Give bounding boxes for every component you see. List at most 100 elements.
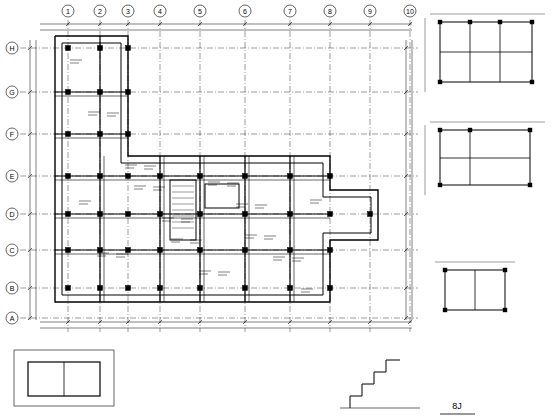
dimension-tick [198, 320, 202, 324]
annotation-mark [181, 219, 193, 220]
dimension-tick [404, 132, 408, 136]
annotation-mark [218, 272, 230, 273]
annotation-mark [255, 208, 264, 209]
column [126, 174, 131, 179]
column [98, 90, 103, 95]
dimension-line [36, 40, 37, 320]
stair-tread [172, 216, 194, 217]
column [66, 90, 71, 95]
axis-number: 7 [288, 8, 292, 15]
dimension-tick [328, 22, 332, 26]
column [98, 212, 103, 217]
column [198, 174, 203, 179]
dimension-tick [404, 286, 408, 290]
detail-plan [445, 270, 505, 310]
stair-tread [172, 186, 194, 187]
axis-bubble [6, 282, 18, 294]
elevator-core [205, 184, 239, 208]
column [503, 268, 507, 272]
annotation-mark [171, 242, 180, 243]
beam-line [204, 156, 205, 302]
axis-bubble [364, 5, 376, 17]
annotation-mark [199, 271, 211, 272]
annotation-mark [125, 165, 137, 166]
column [66, 174, 71, 179]
drawing-line [440, 52, 532, 53]
axis-bubble [154, 5, 166, 17]
axis-bubble [6, 312, 18, 324]
column [243, 212, 248, 217]
annotation-mark [181, 222, 190, 223]
column [243, 248, 248, 253]
dimension-tick [368, 320, 372, 324]
beam-line [55, 254, 330, 255]
dimension-tick [243, 22, 247, 26]
drawing-line [475, 270, 476, 310]
title-underline [440, 414, 475, 415]
column [66, 248, 71, 253]
column [198, 286, 203, 291]
dimension-tick [126, 22, 130, 26]
beam-line [104, 156, 105, 302]
axis-bubble [284, 5, 296, 17]
column [438, 20, 442, 24]
annotation-mark [134, 186, 146, 187]
axis-letter: H [9, 45, 14, 52]
axis-bubble [6, 42, 18, 54]
foundation-outline [55, 36, 378, 302]
dimension-line [30, 40, 31, 320]
axis-bubble [239, 5, 251, 17]
annotation-mark [88, 115, 97, 116]
dimension-line [40, 24, 412, 25]
column [528, 183, 532, 187]
column [498, 20, 502, 24]
column [328, 286, 333, 291]
axis-number: 2 [98, 8, 102, 15]
axis-bubble [324, 5, 336, 17]
dimension-tick [28, 46, 32, 50]
dimension-tick [404, 248, 408, 252]
column [126, 212, 131, 217]
column [468, 128, 472, 132]
drawing-line [64, 362, 65, 396]
dimension-tick [126, 320, 130, 324]
drawing-line [425, 18, 426, 92]
column [288, 212, 293, 217]
column [66, 132, 71, 137]
annotation-mark [255, 205, 267, 206]
annotation-mark [162, 221, 171, 222]
beam-line [55, 96, 128, 97]
dimension-tick [28, 316, 32, 320]
axis-line [20, 288, 418, 289]
stair-core [170, 180, 196, 240]
axis-letter: C [9, 247, 14, 254]
drawing-line [430, 14, 545, 15]
column [126, 286, 131, 291]
annotation-mark [70, 63, 79, 64]
dimension-tick [198, 22, 202, 26]
annotation-mark [208, 185, 217, 186]
annotation-mark [310, 203, 319, 204]
annotation-mark [97, 256, 106, 257]
beam-line [249, 156, 250, 302]
axis-line [20, 92, 418, 93]
dimension-tick [288, 22, 292, 26]
column [438, 128, 442, 132]
column [438, 80, 442, 84]
dimension-tick [98, 22, 102, 26]
annotation-mark [88, 112, 100, 113]
dimension-line [412, 40, 413, 320]
dimension-tick [404, 212, 408, 216]
sheet-title: 8J [452, 402, 462, 411]
beam-line [55, 218, 330, 219]
detail-frame [14, 350, 114, 406]
beam-line [294, 156, 295, 302]
column [126, 132, 131, 137]
column [530, 20, 534, 24]
dimension-tick [288, 320, 292, 324]
annotation-mark [310, 200, 322, 201]
dimension-tick [158, 22, 162, 26]
dimension-tick [66, 22, 70, 26]
annotation-mark [227, 183, 239, 184]
